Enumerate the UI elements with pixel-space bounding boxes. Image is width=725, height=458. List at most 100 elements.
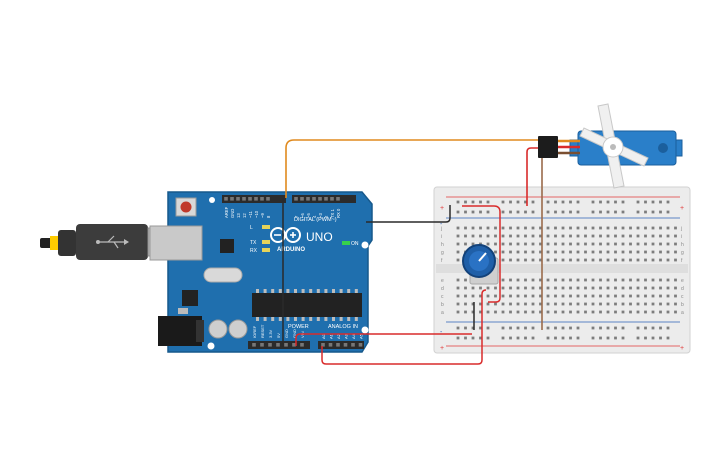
breadboard-hole[interactable] xyxy=(471,302,475,306)
breadboard-hole[interactable] xyxy=(456,250,460,254)
breadboard-rail-hole[interactable] xyxy=(456,210,460,214)
breadboard-hole[interactable] xyxy=(464,294,467,298)
breadboard-hole[interactable] xyxy=(464,286,467,290)
breadboard-hole[interactable] xyxy=(561,242,565,246)
breadboard-hole[interactable] xyxy=(509,258,512,262)
breadboard-hole[interactable] xyxy=(606,278,610,282)
breadboard-rail-hole[interactable] xyxy=(524,210,527,214)
breadboard-hole[interactable] xyxy=(629,226,632,230)
breadboard-rail-hole[interactable] xyxy=(659,326,662,330)
breadboard-hole[interactable] xyxy=(479,234,482,238)
breadboard-rail-hole[interactable] xyxy=(666,210,670,214)
breadboard-rail-hole[interactable] xyxy=(636,336,640,340)
breadboard-hole[interactable] xyxy=(569,294,572,298)
breadboard-hole[interactable] xyxy=(599,258,602,262)
breadboard-hole[interactable] xyxy=(644,234,647,238)
breadboard-hole[interactable] xyxy=(539,258,542,262)
breadboard-hole[interactable] xyxy=(629,250,632,254)
breadboard-rail-hole[interactable] xyxy=(479,210,482,214)
breadboard-hole[interactable] xyxy=(516,302,520,306)
breadboard-hole[interactable] xyxy=(494,286,497,290)
analog-pin-hole[interactable] xyxy=(343,343,348,347)
breadboard-hole[interactable] xyxy=(659,310,662,314)
breadboard-rail-hole[interactable] xyxy=(636,200,640,204)
digital-pin-hole[interactable] xyxy=(324,197,328,201)
breadboard-rail-hole[interactable] xyxy=(651,336,655,340)
digital-pin-hole[interactable] xyxy=(254,197,258,201)
breadboard-hole[interactable] xyxy=(569,250,572,254)
breadboard-rail-hole[interactable] xyxy=(659,210,662,214)
breadboard-hole[interactable] xyxy=(456,294,460,298)
breadboard-hole[interactable] xyxy=(554,310,557,314)
breadboard-hole[interactable] xyxy=(666,278,670,282)
breadboard-hole[interactable] xyxy=(531,278,535,282)
breadboard-hole[interactable] xyxy=(651,302,655,306)
breadboard-hole[interactable] xyxy=(576,294,580,298)
breadboard-hole[interactable] xyxy=(494,310,497,314)
breadboard-rail-hole[interactable] xyxy=(546,210,550,214)
breadboard-hole[interactable] xyxy=(636,250,640,254)
breadboard-hole[interactable] xyxy=(569,302,572,306)
breadboard-hole[interactable] xyxy=(644,310,647,314)
breadboard-hole[interactable] xyxy=(554,234,557,238)
breadboard-hole[interactable] xyxy=(494,226,497,230)
wires[interactable] xyxy=(282,139,548,365)
breadboard-hole[interactable] xyxy=(509,278,512,282)
breadboard-hole[interactable] xyxy=(614,242,617,246)
breadboard-hole[interactable] xyxy=(636,226,640,230)
breadboard-hole[interactable] xyxy=(591,250,595,254)
breadboard-rail-hole[interactable] xyxy=(456,326,460,330)
breadboard-hole[interactable] xyxy=(629,310,632,314)
breadboard-rail-hole[interactable] xyxy=(479,336,482,340)
breadboard-hole[interactable] xyxy=(494,234,497,238)
breadboard-hole[interactable] xyxy=(621,258,625,262)
breadboard-hole[interactable] xyxy=(659,294,662,298)
breadboard-rail-hole[interactable] xyxy=(524,326,527,330)
breadboard-hole[interactable] xyxy=(509,234,512,238)
breadboard-rail-hole[interactable] xyxy=(546,336,550,340)
breadboard-hole[interactable] xyxy=(494,294,497,298)
breadboard-rail-hole[interactable] xyxy=(569,200,572,204)
breadboard-hole[interactable] xyxy=(576,286,580,290)
breadboard-hole[interactable] xyxy=(584,242,587,246)
breadboard-rail-hole[interactable] xyxy=(614,326,617,330)
power-pin-holes[interactable] xyxy=(252,343,304,347)
breadboard-hole[interactable] xyxy=(554,278,557,282)
breadboard-hole[interactable] xyxy=(674,250,677,254)
breadboard-rail-hole[interactable] xyxy=(501,326,505,330)
breadboard-rail-hole[interactable] xyxy=(531,336,535,340)
breadboard-hole[interactable] xyxy=(651,234,655,238)
breadboard-hole[interactable] xyxy=(554,226,557,230)
breadboard-rail-hole[interactable] xyxy=(606,336,610,340)
breadboard-hole[interactable] xyxy=(546,310,550,314)
breadboard-hole[interactable] xyxy=(509,294,512,298)
breadboard-hole[interactable] xyxy=(479,226,482,230)
breadboard-hole[interactable] xyxy=(456,278,460,282)
breadboard-rail-hole[interactable] xyxy=(606,326,610,330)
breadboard-rail-hole[interactable] xyxy=(591,336,595,340)
breadboard-hole[interactable] xyxy=(569,258,572,262)
servo-motor-icon[interactable] xyxy=(538,103,683,189)
analog-pin-holes[interactable] xyxy=(321,343,363,347)
breadboard-hole[interactable] xyxy=(569,226,572,230)
breadboard-hole[interactable] xyxy=(584,234,587,238)
breadboard-hole[interactable] xyxy=(584,302,587,306)
breadboard-rail-hole[interactable] xyxy=(569,210,572,214)
wire-pot-power-red[interactable] xyxy=(462,205,501,303)
breadboard-hole[interactable] xyxy=(516,226,520,230)
breadboard-hole[interactable] xyxy=(464,234,467,238)
breadboard-hole[interactable] xyxy=(456,258,460,262)
breadboard-hole[interactable] xyxy=(651,226,655,230)
breadboard-hole[interactable] xyxy=(591,286,595,290)
breadboard-hole[interactable] xyxy=(659,258,662,262)
breadboard-hole[interactable] xyxy=(509,242,512,246)
breadboard-rail-hole[interactable] xyxy=(546,200,550,204)
breadboard-rail-hole[interactable] xyxy=(666,336,670,340)
breadboard-hole[interactable] xyxy=(629,302,632,306)
breadboard-hole[interactable] xyxy=(509,302,512,306)
breadboard-rail-hole[interactable] xyxy=(554,326,557,330)
breadboard-rail-hole[interactable] xyxy=(509,210,512,214)
breadboard-rail-hole[interactable] xyxy=(479,326,482,330)
breadboard-hole[interactable] xyxy=(561,294,565,298)
